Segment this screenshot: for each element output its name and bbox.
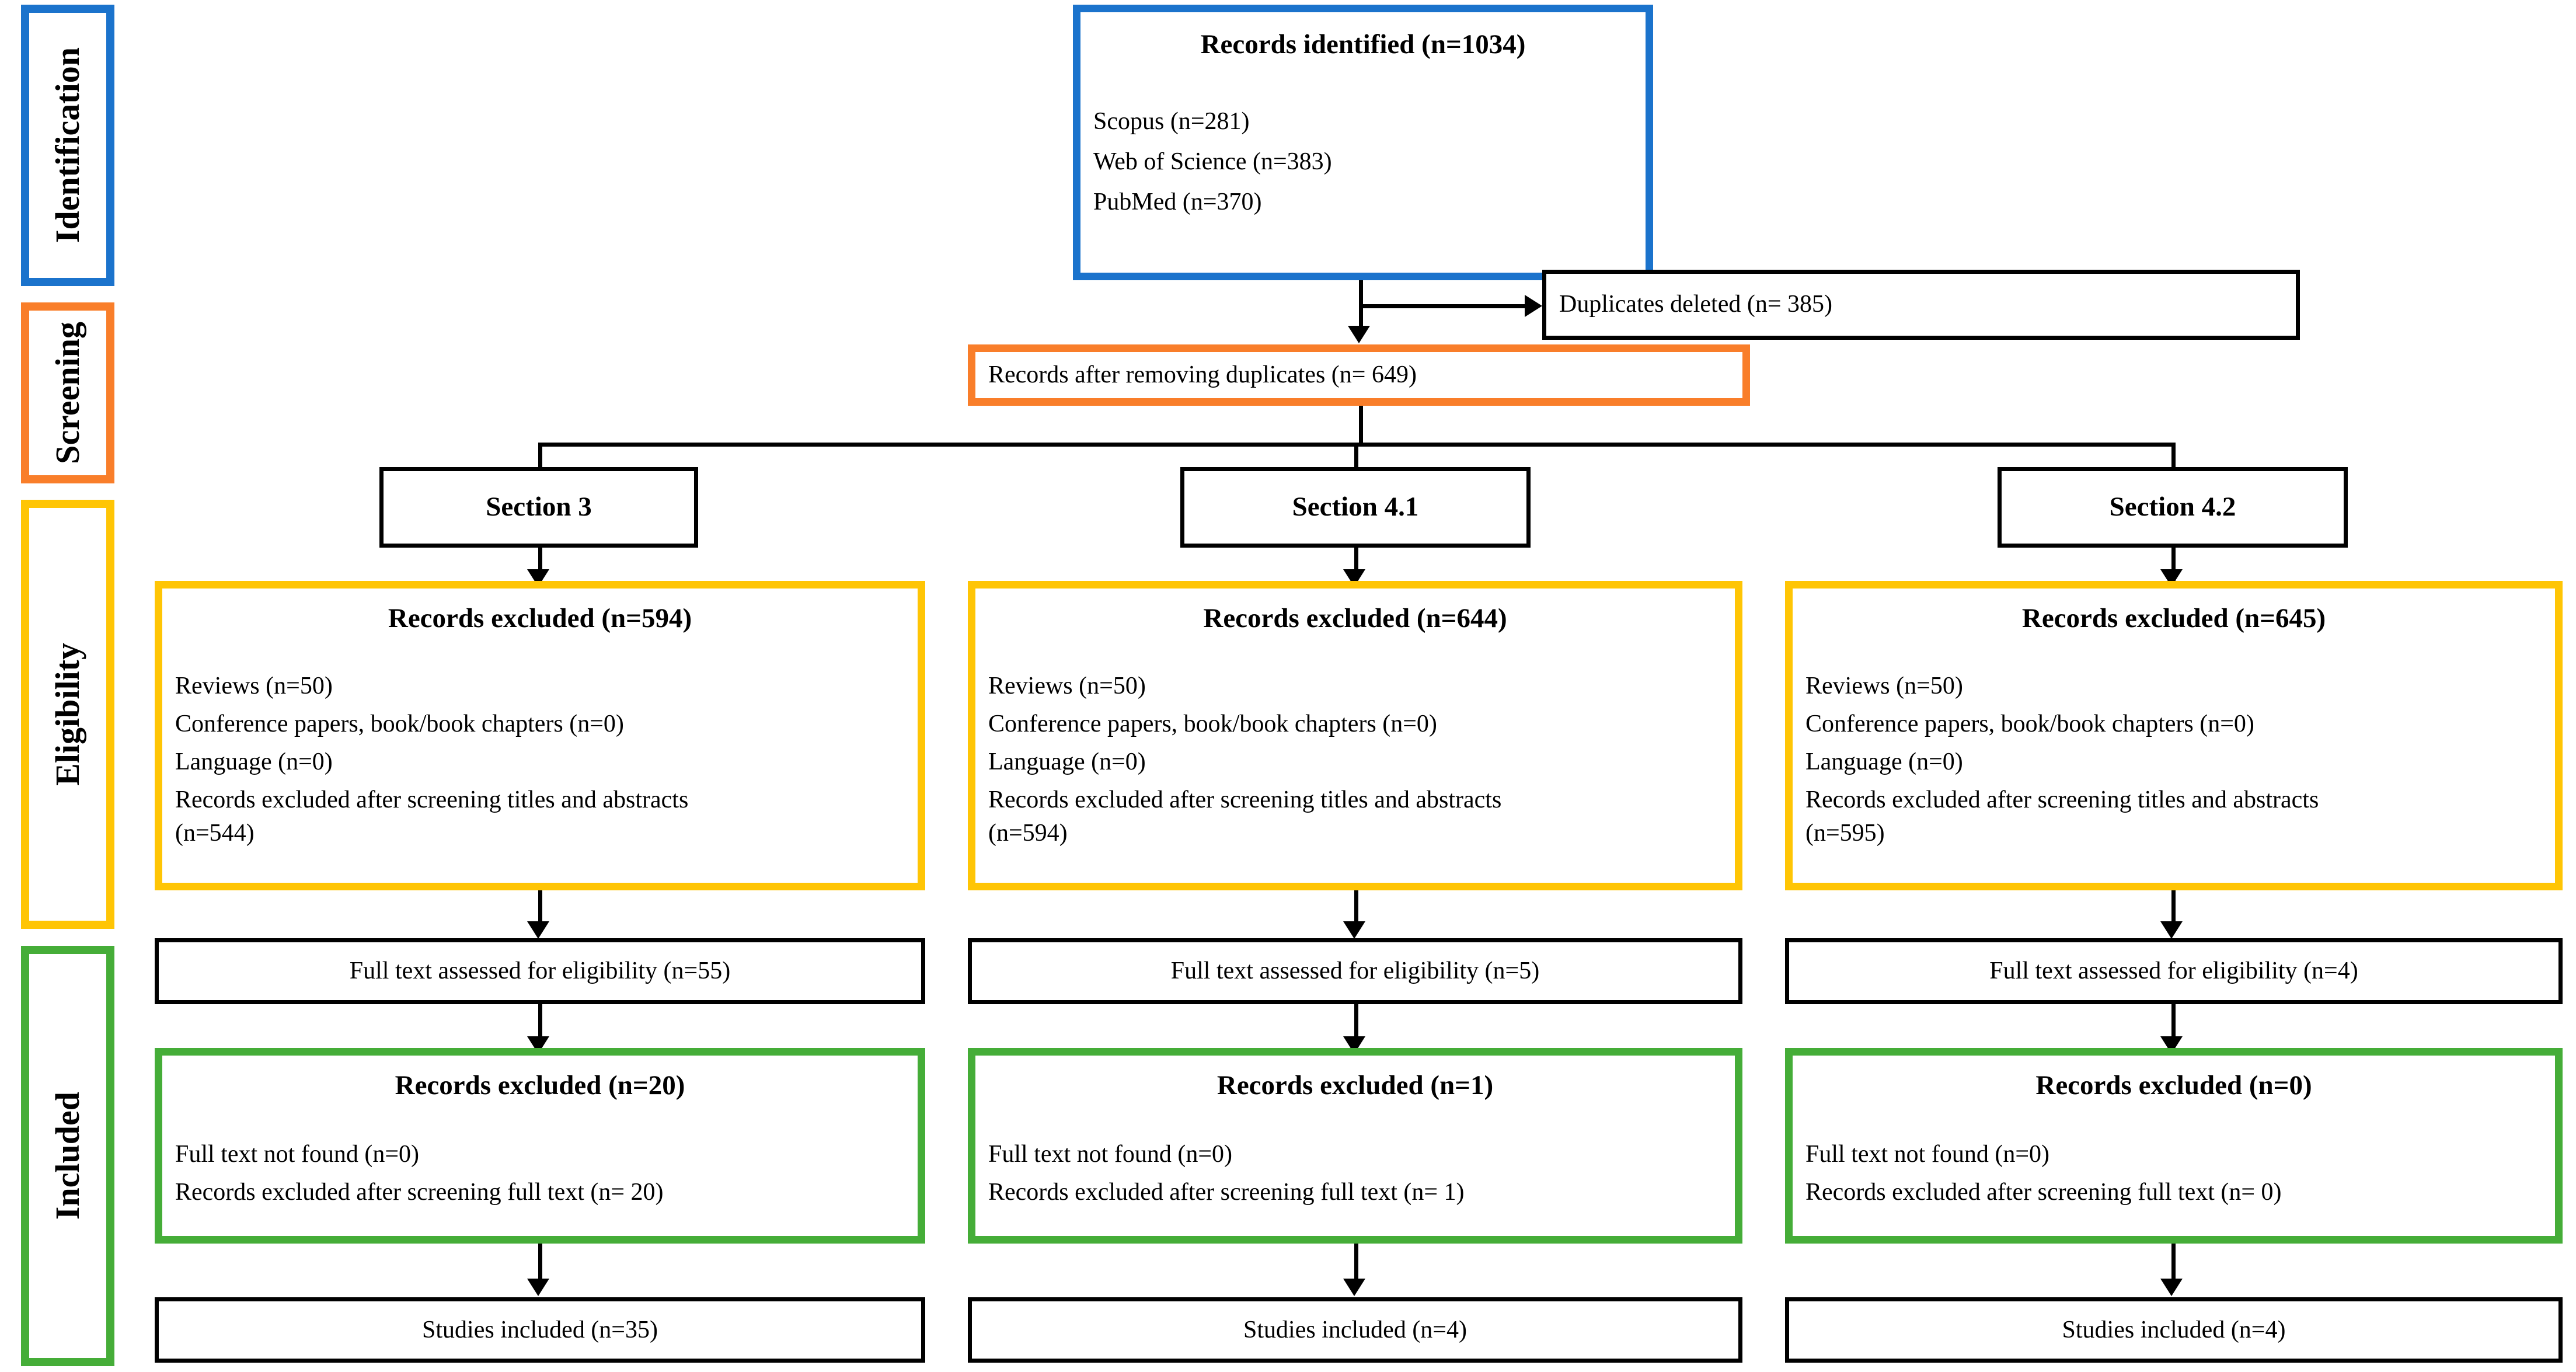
records-excluded-screening-title-2: Records excluded (n=645) <box>2021 603 2326 633</box>
source-web-of-science: Web of Science (n=383) <box>1093 148 1332 175</box>
duplicates-deleted-text: Duplicates deleted (n= 385) <box>1559 291 1833 318</box>
excl-screening-line-0-0: Reviews (n=50) <box>175 672 333 699</box>
studies-included-text-2: Studies included (n=4) <box>2062 1316 2286 1343</box>
excl-fulltext-line-1-1: Records excluded after screening full te… <box>988 1178 1465 1206</box>
connector-split-to-section-3 <box>538 443 542 471</box>
duplicates-deleted-box: Duplicates deleted (n= 385) <box>1542 270 2300 340</box>
connector-section-1-down <box>1354 548 1358 581</box>
excl-screening-line-2-1: Conference papers, book/book chapters (n… <box>1805 710 2254 737</box>
excl-fulltext-line-2-0: Full text not found (n=0) <box>1805 1140 2049 1168</box>
connector-excl-fulltext-1-down <box>1354 1244 1358 1289</box>
arrow-excl-1-to-fulltext <box>1343 921 1365 939</box>
connector-excl-fulltext-0-down <box>538 1244 542 1289</box>
connector-section-0-down <box>538 548 542 581</box>
stage-label-included: Included <box>21 946 114 1366</box>
source-scopus: Scopus (n=281) <box>1093 107 1250 135</box>
records-excluded-fulltext-title-1: Records excluded (n=1) <box>1216 1070 1494 1101</box>
connector-split-stem <box>1359 406 1363 444</box>
studies-included-box-2: Studies included (n=4) <box>1785 1297 2563 1363</box>
records-excluded-screening-box-1: Records excluded (n=644) Reviews (n=50) … <box>968 581 1742 890</box>
records-excluded-screening-title-1: Records excluded (n=644) <box>1203 603 1507 633</box>
connector-excl-1-to-fulltext <box>1354 890 1358 931</box>
connector-identification-down <box>1359 280 1363 319</box>
excl-screening-line-0-4: (n=544) <box>175 819 255 847</box>
records-excluded-fulltext-title-0: Records excluded (n=20) <box>395 1070 685 1101</box>
arrow-excl-0-to-fulltext <box>527 921 549 939</box>
excl-screening-line-2-3: Records excluded after screening titles … <box>1805 786 2319 813</box>
connector-excl-2-to-fulltext <box>2171 890 2176 931</box>
studies-included-text-0: Studies included (n=35) <box>422 1316 658 1343</box>
section-label-0: Section 3 <box>486 492 592 523</box>
connector-fulltext-2-down <box>2171 1004 2176 1046</box>
records-excluded-fulltext-title-2: Records excluded (n=0) <box>2035 1070 2312 1101</box>
connector-split-to-section-4-2 <box>2171 443 2176 471</box>
excl-screening-line-0-3: Records excluded after screening titles … <box>175 786 689 813</box>
connector-fulltext-0-down <box>538 1004 542 1046</box>
records-excluded-fulltext-box-0: Records excluded (n=20) Full text not fo… <box>155 1048 925 1244</box>
connector-split-to-section-4-1 <box>1354 443 1358 471</box>
records-identified-box: Records identified (n=1034) Scopus (n=28… <box>1073 5 1653 280</box>
connector-excl-0-to-fulltext <box>538 890 542 931</box>
stage-label-screening: Screening <box>21 302 114 483</box>
full-text-assessed-box-1: Full text assessed for eligibility (n=5) <box>968 938 1742 1004</box>
connector-fulltext-1-down <box>1354 1004 1358 1046</box>
records-excluded-screening-box-2: Records excluded (n=645) Reviews (n=50) … <box>1785 581 2563 890</box>
full-text-assessed-text-2: Full text assessed for eligibility (n=4) <box>1989 957 2358 985</box>
stage-label-identification-text: Identification <box>48 47 86 243</box>
excl-fulltext-line-0-1: Records excluded after screening full te… <box>175 1178 664 1206</box>
arrow-excl-2-to-fulltext <box>2160 921 2183 939</box>
excl-fulltext-line-1-0: Full text not found (n=0) <box>988 1140 1232 1168</box>
excl-fulltext-line-2-1: Records excluded after screening full te… <box>1805 1178 2282 1206</box>
connector-section-2-down <box>2171 548 2176 581</box>
excl-screening-line-1-0: Reviews (n=50) <box>988 672 1146 699</box>
records-excluded-fulltext-box-1: Records excluded (n=1) Full text not fou… <box>968 1048 1742 1244</box>
section-label-2: Section 4.2 <box>2109 492 2236 523</box>
excl-screening-line-1-3: Records excluded after screening titles … <box>988 786 1502 813</box>
arrow-excl-fulltext-2-down <box>2160 1279 2183 1296</box>
excl-screening-line-2-2: Language (n=0) <box>1805 748 1963 775</box>
section-box-0: Section 3 <box>379 467 698 548</box>
excl-screening-line-0-2: Language (n=0) <box>175 748 333 775</box>
section-label-1: Section 4.1 <box>1292 492 1419 523</box>
stage-label-identification: Identification <box>21 5 114 286</box>
arrow-to-after-duplicates <box>1348 326 1370 343</box>
stage-label-eligibility: Eligibility <box>21 500 114 929</box>
records-excluded-fulltext-box-2: Records excluded (n=0) Full text not fou… <box>1785 1048 2563 1244</box>
full-text-assessed-text-0: Full text assessed for eligibility (n=55… <box>349 957 731 985</box>
studies-included-text-1: Studies included (n=4) <box>1243 1316 1467 1343</box>
connector-excl-fulltext-2-down <box>2171 1244 2176 1289</box>
records-after-duplicates-box: Records after removing duplicates (n= 64… <box>968 344 1750 406</box>
excl-screening-line-1-2: Language (n=0) <box>988 748 1146 775</box>
excl-screening-line-1-4: (n=594) <box>988 819 1068 847</box>
stage-label-screening-text: Screening <box>48 322 86 464</box>
excl-screening-line-0-1: Conference papers, book/book chapters (n… <box>175 710 624 737</box>
records-identified-title: Records identified (n=1034) <box>1200 29 1526 60</box>
stage-label-included-text: Included <box>48 1092 86 1220</box>
section-box-1: Section 4.1 <box>1180 467 1531 548</box>
excl-screening-line-2-4: (n=595) <box>1805 819 1885 847</box>
records-excluded-screening-title-0: Records excluded (n=594) <box>388 603 692 633</box>
arrow-to-duplicates <box>1525 295 1542 317</box>
arrow-excl-fulltext-1-down <box>1343 1279 1365 1296</box>
records-after-duplicates-text: Records after removing duplicates (n= 64… <box>988 361 1417 388</box>
connector-identification-to-screening <box>1359 304 1363 328</box>
source-pubmed: PubMed (n=370) <box>1093 188 1262 215</box>
excl-screening-line-2-0: Reviews (n=50) <box>1805 672 1963 699</box>
arrow-excl-fulltext-0-down <box>527 1279 549 1296</box>
excl-fulltext-line-0-0: Full text not found (n=0) <box>175 1140 419 1168</box>
full-text-assessed-text-1: Full text assessed for eligibility (n=5) <box>1170 957 1540 985</box>
studies-included-box-1: Studies included (n=4) <box>968 1297 1742 1363</box>
studies-included-box-0: Studies included (n=35) <box>155 1297 925 1363</box>
stage-label-eligibility-text: Eligibility <box>48 643 86 786</box>
connector-to-duplicates <box>1359 304 1528 308</box>
section-box-2: Section 4.2 <box>1998 467 2348 548</box>
full-text-assessed-box-0: Full text assessed for eligibility (n=55… <box>155 938 925 1004</box>
excl-screening-line-1-1: Conference papers, book/book chapters (n… <box>988 710 1437 737</box>
full-text-assessed-box-2: Full text assessed for eligibility (n=4) <box>1785 938 2563 1004</box>
records-excluded-screening-box-0: Records excluded (n=594) Reviews (n=50) … <box>155 581 925 890</box>
